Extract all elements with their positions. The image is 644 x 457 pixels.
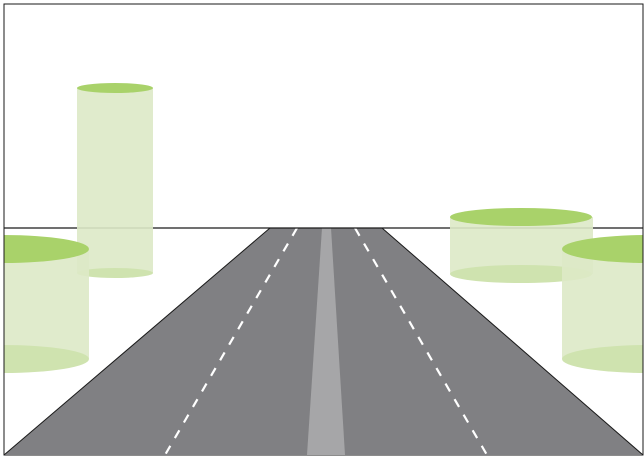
cylinder-right-near xyxy=(562,235,644,373)
cylinder-left-near xyxy=(0,230,89,390)
